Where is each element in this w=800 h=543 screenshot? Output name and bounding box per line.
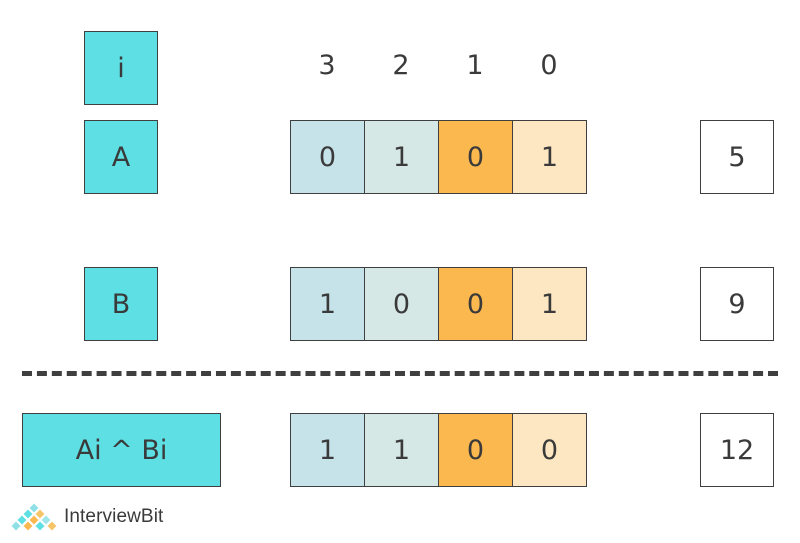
bit-index-3: 3 xyxy=(318,50,336,81)
row-label-a: A xyxy=(84,120,158,194)
bit-cell: 1 xyxy=(290,267,365,341)
dashed-divider xyxy=(22,371,778,376)
bit-index-2: 2 xyxy=(392,50,410,81)
bit-cell: 0 xyxy=(438,267,513,341)
bit-cell: 0 xyxy=(438,120,513,194)
interviewbit-logo: InterviewBit xyxy=(10,497,163,537)
bit-index-1: 1 xyxy=(466,50,484,81)
decimal-value-b: 9 xyxy=(700,267,774,341)
bit-cell: 1 xyxy=(364,413,439,487)
index-label: i xyxy=(84,31,158,105)
brand-name: InterviewBit xyxy=(64,506,164,527)
diamond-grid-icon xyxy=(10,502,58,532)
bit-cell: 1 xyxy=(512,120,587,194)
bit-cell: 1 xyxy=(290,413,365,487)
decimal-value-a: 5 xyxy=(700,120,774,194)
bit-cell: 0 xyxy=(290,120,365,194)
row-label-result: Ai ^ Bi xyxy=(22,413,221,487)
row-label-b: B xyxy=(84,267,158,341)
bit-cell: 1 xyxy=(512,267,587,341)
bit-index-0: 0 xyxy=(540,50,558,81)
bit-cell: 0 xyxy=(364,267,439,341)
bit-cell: 0 xyxy=(512,413,587,487)
bit-cell: 1 xyxy=(364,120,439,194)
bit-cell: 0 xyxy=(438,413,513,487)
decimal-value-result: 12 xyxy=(700,413,774,487)
